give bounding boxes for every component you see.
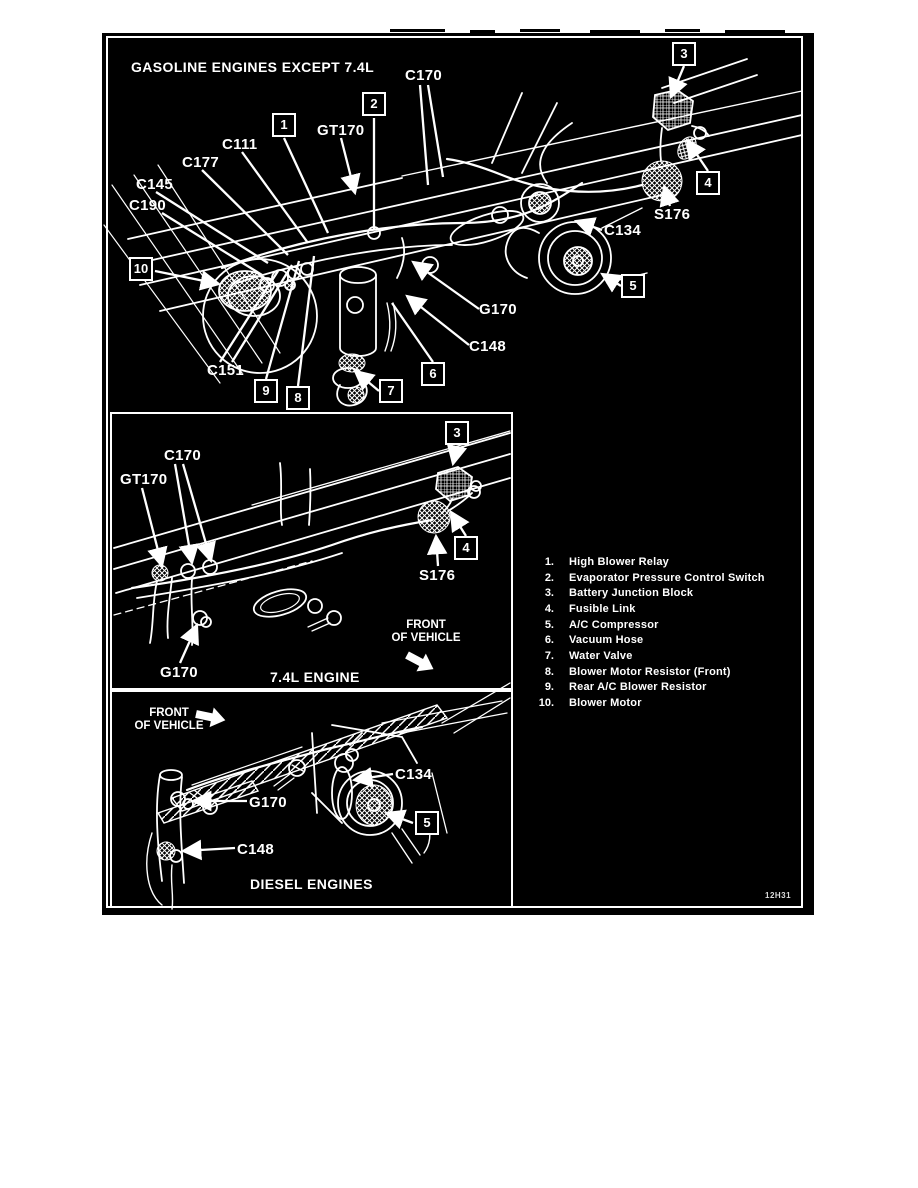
- callout-box-2: 2: [362, 92, 386, 116]
- diesel-engine-art: [146, 682, 511, 910]
- legend-label: Evaporator Pressure Control Switch: [569, 571, 765, 584]
- panel-title-74l: 7.4L ENGINE: [270, 669, 360, 685]
- legend-number: 4.: [544, 602, 554, 615]
- engine74-art: [113, 430, 511, 646]
- scan-dash: [725, 30, 785, 33]
- callout-box-5: 5: [621, 274, 645, 298]
- legend: 1. High Blower Relay 2. Evaporator Pressur…: [522, 554, 765, 711]
- legend-item: 1. High Blower Relay: [522, 554, 765, 570]
- legend-number: 5.: [544, 618, 554, 631]
- legend-number: 8.: [544, 665, 554, 678]
- legend-label: Battery Junction Block: [569, 587, 694, 600]
- front-line1: FRONT: [406, 619, 446, 631]
- scan-dash: [390, 29, 445, 32]
- callout-box-7: 7: [379, 379, 403, 403]
- scan-dash: [520, 29, 560, 32]
- legend-number: 2.: [544, 571, 554, 584]
- front-of-vehicle-diesel: FRONT OF VEHICLE: [128, 707, 210, 733]
- scan-dash: [665, 29, 700, 32]
- legend-label: Water Valve: [569, 649, 633, 662]
- figure-code: 12H31: [765, 891, 792, 900]
- legend-item: 10. Blower Motor: [522, 695, 765, 711]
- panel-74l-engine: [110, 412, 513, 690]
- connector-label-c151: C151: [207, 362, 245, 379]
- wiring-harness-figure: GASOLINE ENGINES EXCEPT 7.4L C170 2 1 GT…: [102, 33, 814, 915]
- callout-box-5-diesel: 5: [415, 811, 439, 835]
- callout-box-9: 9: [254, 379, 278, 403]
- connector-label-c111: C111: [222, 136, 258, 153]
- connector-label-c145: C145: [136, 176, 174, 193]
- callout-box-4-74: 4: [454, 536, 478, 560]
- connector-label-gt170-74: GT170: [120, 471, 168, 488]
- callout-box-3: 3: [672, 42, 696, 66]
- engine-line-art: [103, 58, 803, 910]
- legend-item: 6. Vacuum Hose: [522, 632, 765, 648]
- front-of-vehicle-74: FRONT OF VEHICLE: [383, 619, 469, 645]
- legend-item: 3. Battery Junction Block: [522, 585, 765, 601]
- connector-label-gt170: GT170: [317, 122, 365, 139]
- legend-label: High Blower Relay: [569, 555, 669, 568]
- connector-label-c134-diesel: C134: [395, 766, 433, 783]
- legend-item: 4. Fusible Link: [522, 601, 765, 617]
- legend-label: A/C Compressor: [569, 618, 659, 631]
- connector-label-g170-diesel: G170: [249, 794, 287, 811]
- connector-label-c177: C177: [182, 154, 220, 171]
- connector-label-c170-74: C170: [164, 447, 202, 464]
- callout-box-4: 4: [696, 171, 720, 195]
- connector-label-c134: C134: [604, 222, 642, 239]
- front-arrow-74: [405, 651, 434, 672]
- front-arrow-diesel: [195, 707, 226, 728]
- scan-dash: [590, 30, 640, 33]
- legend-item: 8. Blower Motor Resistor (Front): [522, 664, 765, 680]
- front-line2: OF VEHICLE: [391, 632, 461, 644]
- legend-item: 5. A/C Compressor: [522, 617, 765, 633]
- callout-box-6: 6: [421, 362, 445, 386]
- connector-label-c148: C148: [469, 338, 507, 355]
- gasoline-panel-title: GASOLINE ENGINES EXCEPT 7.4L: [131, 59, 375, 75]
- legend-item: 7. Water Valve: [522, 648, 765, 664]
- connector-label-g170: G170: [479, 301, 517, 318]
- legend-label: Blower Motor: [569, 697, 642, 710]
- panel-diesel-engines: [110, 690, 513, 908]
- legend-number: 3.: [544, 587, 554, 600]
- connector-label-c190: C190: [129, 197, 167, 214]
- gasoline-engine-art: [103, 58, 803, 407]
- scan-dash: [470, 30, 495, 33]
- legend-item: 2. Evaporator Pressure Control Switch: [522, 570, 765, 586]
- splice-label-s176-74: S176: [419, 567, 456, 584]
- legend-label: Rear A/C Blower Resistor: [569, 681, 707, 694]
- splice-label-s176: S176: [654, 206, 691, 223]
- panel-title-diesel: DIESEL ENGINES: [250, 876, 373, 892]
- legend-label: Vacuum Hose: [569, 634, 644, 647]
- front-line2: OF VEHICLE: [134, 720, 204, 732]
- callout-box-10: 10: [129, 257, 153, 281]
- callout-box-1: 1: [272, 113, 296, 137]
- front-line1: FRONT: [149, 707, 189, 719]
- legend-number: 1.: [544, 555, 554, 568]
- connector-label-c170: C170: [405, 67, 443, 84]
- connector-label-c148-diesel: C148: [237, 841, 275, 858]
- legend-number: 7.: [544, 649, 554, 662]
- callout-box-3-74: 3: [445, 421, 469, 445]
- legend-number: 6.: [544, 634, 554, 647]
- callout-box-8: 8: [286, 386, 310, 410]
- legend-number: 10.: [538, 697, 554, 710]
- connector-label-g170-74: G170: [160, 664, 198, 681]
- legend-label: Blower Motor Resistor (Front): [569, 665, 731, 678]
- legend-number: 9.: [544, 681, 554, 694]
- diesel-leader-lines: [180, 766, 414, 861]
- gasoline-leader-lines: [154, 65, 709, 392]
- engine74-leader-lines: [140, 443, 470, 664]
- legend-label: Fusible Link: [569, 602, 636, 615]
- legend-item: 9. Rear A/C Blower Resistor: [522, 680, 765, 696]
